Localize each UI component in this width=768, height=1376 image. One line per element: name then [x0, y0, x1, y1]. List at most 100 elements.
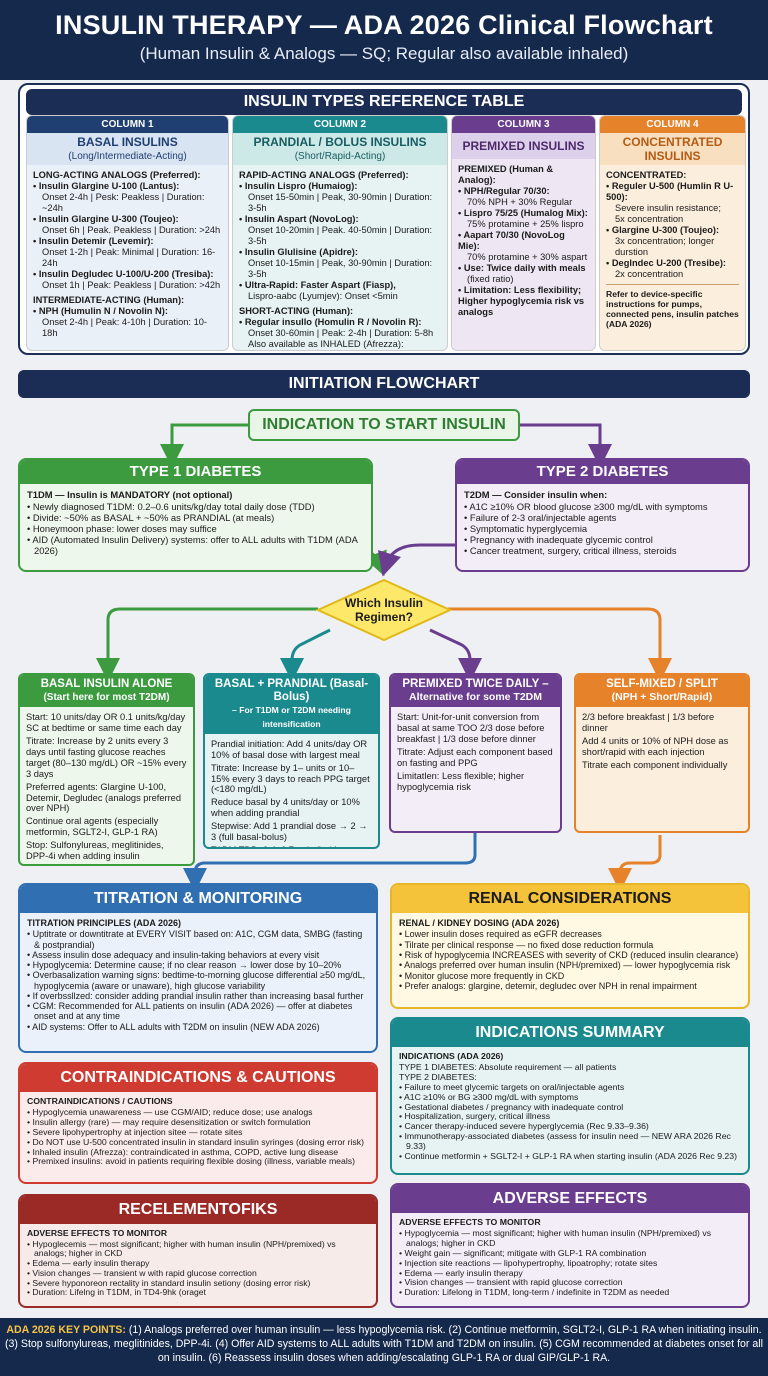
basal-bolus-node: BASAL + PRANDIAL (Basal-Bolus)– For T1DM…: [203, 673, 380, 849]
text-line: • Hospitalization, surgery, critical ill…: [399, 1111, 551, 1122]
reference-table: INSULIN TYPES REFERENCE TABLE COLUMN 1 B…: [18, 83, 750, 355]
column-line: 2x concentration: [615, 268, 684, 279]
column-line: 70% NPH + 30% Regular: [467, 196, 573, 207]
column-body: CONCENTRATED:• Reguler U-500 (Humlin R U…: [600, 165, 745, 334]
column-line: • Insulin Detemir (Levemir):: [33, 235, 154, 246]
column-line: • Deglndec U-200 (Tresibe):: [606, 257, 727, 268]
text-line: • Hypoglecemis — most significant; highe…: [27, 1238, 336, 1259]
node-line: Limitatlen: Less flexible; higher hypogl…: [397, 770, 525, 792]
recent-body: ADVERSE EFFECTS TO MONITOR• Hypoglecemis…: [20, 1224, 376, 1303]
column-line: Onset 1-2h | Peak: Minimal | Duration: 1…: [42, 246, 216, 268]
text-line: T2DM — Consider insulin when:: [464, 489, 608, 500]
node-subtitle: Alternative for some T2DM: [408, 691, 543, 704]
column-line: SHORT-ACTING (Human):: [239, 305, 354, 316]
text-line: • Severe hyponoreon rectality in standar…: [27, 1277, 311, 1288]
node-subtitle: (NPH + Short/Rapid): [611, 691, 713, 704]
type2-title: TYPE 2 DIABETES: [457, 460, 748, 484]
titration-box: TITRATION & MONITORING TITRATION PRINCIP…: [18, 883, 378, 1053]
column-line: Onset 10-15min | Peak, 30-90min | Durati…: [248, 257, 433, 279]
page-subtitle: (Human Insulin & Analogs — SQ; Regular a…: [139, 44, 629, 63]
text-line: TITRATION PRINCIPLES (ADA 2026): [27, 918, 182, 928]
column-line: Lispro-aabc (Lyumjev): Onset <5min: [248, 290, 398, 301]
text-line: • Cancer therapy-induced severe hypergly…: [399, 1121, 649, 1132]
column-line: Onset 6h | Peak. Peakless | Duration: >2…: [42, 224, 221, 235]
indications-body: INDICATIONS (ADA 2026)TYPE 1 DIABETES: A…: [392, 1047, 748, 1167]
text-line: • Injection site reactions — lipohypertr…: [399, 1257, 658, 1268]
text-line: • Do NOT use U-500 concentrated insulin …: [27, 1136, 365, 1147]
decision-diamond: [316, 578, 452, 642]
self-mixed-node: SELF-MIXED / SPLIT(NPH + Short/Rapid) 2/…: [574, 673, 750, 833]
titration-title: TITRATION & MONITORING: [20, 885, 376, 913]
column-line: • NPH/Regular 70/30:: [458, 185, 550, 196]
column-number: COLUMN 3: [452, 116, 595, 133]
node-line: Titrate each component individually: [582, 759, 728, 770]
type1-title: TYPE 1 DIABETES: [20, 460, 371, 484]
text-line: • Prefer analogs: glargine, detemir, deg…: [399, 981, 697, 992]
node-line: Prandial initiation: Add 4 units/day OR …: [211, 738, 368, 760]
text-line: • Honeymoon phase: lower doses may suffi…: [27, 523, 217, 535]
column-line: Onset 2-4h | Peak: 4-10h | Duration: 10-…: [42, 316, 208, 338]
text-line: RENAL / KIDNEY DOSING (ADA 2026): [399, 918, 560, 928]
adverse-effects-box: ADVERSE EFFECTS ADVERSE EFFECTS TO MONIT…: [390, 1183, 750, 1308]
text-line: • Lower insulin doses required as eGFR d…: [399, 929, 602, 940]
node-line: Titrate: Increase by 2 units every 3 day…: [26, 736, 187, 779]
indications-box: INDICATIONS SUMMARY INDICATIONS (ADA 202…: [390, 1017, 750, 1175]
column-line: Onset 12-15min | Peak: 30min | Duration:…: [239, 350, 441, 351]
column-line: • Lispro 75/25 (Humalog Mix):: [458, 207, 588, 218]
text-line: • Gestational diabetes / pregnancy with …: [399, 1101, 624, 1112]
column-body: RAPID-ACTING ANALOGS (Preferred):• Insul…: [233, 165, 447, 351]
column-line: CONCENTRATED:: [606, 170, 687, 180]
column-line: Refer to device-specific instructions fo…: [606, 283, 739, 330]
column-line: Also available as INHALED (Afrezza):: [248, 338, 404, 349]
node-title: SELF-MIXED / SPLIT: [606, 678, 718, 690]
text-line: • A1C ≥10% or BG ≥300 mg/dL with symptom…: [399, 1091, 579, 1102]
text-line: • Hypoglycemia unawareness — use CGM/AID…: [27, 1106, 313, 1117]
column-line: Onset 30-60min | Peak: 2-4h | Duration: …: [248, 327, 434, 338]
text-line: • Continue metformin + SGLT2-I + GLP-1 R…: [399, 1151, 737, 1162]
column-line: • Reguler U-500 (Humlin R U-500):: [606, 180, 734, 202]
text-line: • Insulin allergy (rare) — may require d…: [27, 1116, 311, 1127]
text-line: T1DM — Insulin is MANDATORY (not optiona…: [27, 489, 233, 500]
column-basal: COLUMN 1 BASAL INSULINS (Long/Intermedia…: [26, 115, 229, 351]
column-line: PREMIXED (Human & Analog):: [458, 164, 554, 185]
column-line: (fixed ratio): [467, 273, 514, 284]
text-line: TYPE 2 DIABETES:: [399, 1071, 477, 1082]
text-line: • Overbasalization warning signs: bedtim…: [27, 970, 366, 991]
node-line: Reduce basal by 4 units/day or 10% when …: [211, 797, 360, 819]
renal-title: RENAL CONSIDERATIONS: [392, 885, 748, 913]
column-line: • Insulin Aspart (NovoLog):: [239, 213, 359, 224]
type1-body: T1DM — Insulin is MANDATORY (not optiona…: [20, 484, 371, 562]
column-line: Onset 2-4h | Pesk: Peakless | Duration: …: [42, 191, 205, 213]
adverse-effects-body: ADVERSE EFFECTS TO MONITOR• Hypoglycemia…: [392, 1213, 748, 1303]
node-title: BASAL + PRANDIAL (Basal-Bolus): [214, 678, 369, 704]
column-line: INTERMEDIATE-ACTING (Human):: [33, 294, 185, 305]
node-line: T1DM TDD: 0.4–0.7 units/kg/day (higher i…: [211, 845, 372, 847]
text-line: • Failure to meet glycemic targets on or…: [399, 1081, 625, 1092]
indications-title: INDICATIONS SUMMARY: [392, 1019, 748, 1047]
footer-key-points: ADA 2026 KEY POINTS: (1) Analogs preferr…: [0, 1318, 768, 1376]
column-subtitle: (Long/Intermediate-Acting): [27, 151, 228, 165]
node-body: Start: 10 units/day OR 0.1 units/kg/day …: [20, 707, 193, 864]
column-line: Onset 1h | Peak: Peakless | Duration: >4…: [42, 279, 221, 290]
column-line: • Insulin Lispro (Humaiog):: [239, 180, 358, 191]
renal-body: RENAL / KIDNEY DOSING (ADA 2026)• Lower …: [392, 913, 748, 996]
text-line: • Symptomatic hyperglycemia: [464, 523, 588, 535]
text-line: • Hypoglycemia — most significant; highe…: [399, 1227, 712, 1248]
column-body: LONG-ACTING ANALOGS (Preferred):• Insuli…: [27, 165, 228, 344]
text-line: • Duration: Lifelong in T1DM, long-term …: [399, 1287, 670, 1298]
premixed-node: PREMIXED TWICE DAILY –Alternative for so…: [389, 673, 562, 833]
text-line: • Hypoglycemia: Determine cause; if no c…: [27, 960, 342, 970]
column-number: COLUMN 1: [27, 116, 228, 133]
node-line: Titrate: Adjust each component based on …: [397, 747, 553, 768]
node-line: Add 4 units or 10% of NPH dose as short/…: [582, 736, 729, 758]
reference-table-title: INSULIN TYPES REFERENCE TABLE: [26, 89, 742, 115]
column-line: • Use: Twice daily with meals: [458, 262, 586, 273]
column-line: 75% protamine + 25% lispro: [467, 218, 584, 229]
contraindications-title: CONTRAINDICATIONS & CAUTIONS: [20, 1064, 376, 1092]
text-line: • Cancer treatment, surgery, critical il…: [464, 545, 677, 557]
column-concentrated: COLUMN 4 CONCENTRATED INSULINS CONCENTRA…: [599, 115, 746, 351]
text-line: • Edema — early insulin therapy: [27, 1258, 150, 1269]
column-line: • Regular insullo (Homulin R / Novolin R…: [239, 316, 422, 327]
decision-label: Which Insulin Regimen?: [345, 596, 423, 625]
column-line: 5x concentration: [615, 213, 684, 224]
